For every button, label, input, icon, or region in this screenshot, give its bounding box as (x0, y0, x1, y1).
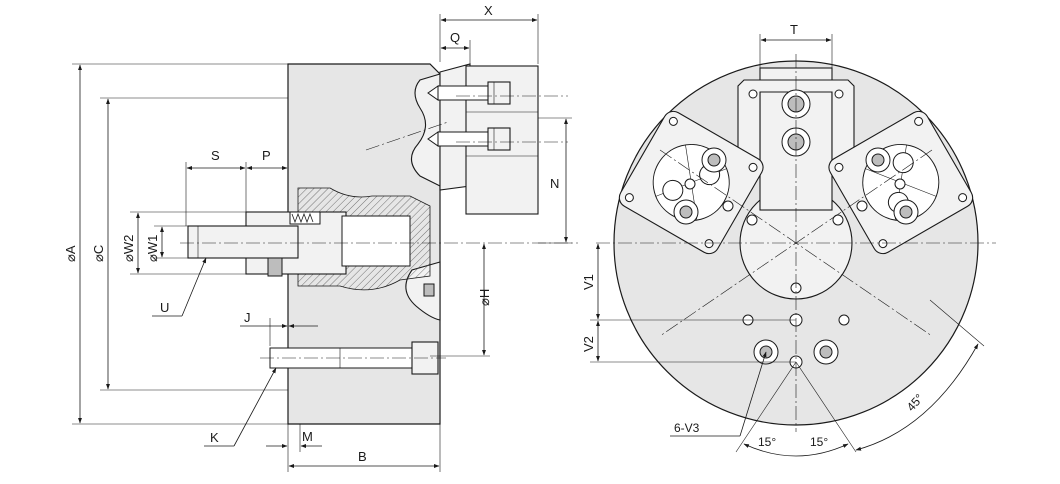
dim-u-label: U (160, 300, 169, 315)
front-view: T V1 V2 6-V3 15° 15° 45° (581, 22, 996, 457)
angle-left-label: 15° (758, 435, 776, 449)
dim-q-label: Q (450, 30, 460, 45)
set-screw (267, 257, 283, 277)
jaw-bolt-upper (427, 81, 511, 105)
dim-h-label: ⌀H (477, 289, 492, 306)
cutaway-edge (410, 73, 441, 187)
dim-w2-label: ⌀W2 (121, 235, 136, 262)
dim-t-label: T (790, 22, 798, 37)
dim-b-label: B (358, 449, 367, 464)
dim-k-label: K (210, 430, 219, 445)
angle-45-label: 45° (904, 391, 927, 414)
side-view: X Q N S P ⌀A ⌀C ⌀W2 (63, 3, 578, 472)
shaft (187, 225, 299, 259)
dim-a-label: ⌀A (63, 245, 78, 262)
dim-x-label: X (484, 3, 493, 18)
dim-w1-label: ⌀W1 (145, 235, 160, 262)
dim-s-label: S (211, 148, 220, 163)
dim-v1-label: V1 (581, 274, 596, 290)
draw-bar-head (341, 215, 411, 267)
dim-p-label: P (262, 148, 271, 163)
dim-v3-label: 6-V3 (674, 421, 700, 435)
dim-n-label: N (550, 176, 559, 191)
jaw-bolt-lower (427, 127, 511, 151)
face-bolts (673, 147, 919, 369)
dim-j-label: J (244, 310, 251, 325)
dim-c-label: ⌀C (91, 245, 106, 262)
small-screw (423, 283, 435, 297)
dim-m-label: M (302, 429, 313, 444)
dim-v2-label: V2 (581, 336, 596, 352)
angle-right-label: 15° (810, 435, 828, 449)
spring-pin (289, 211, 321, 225)
